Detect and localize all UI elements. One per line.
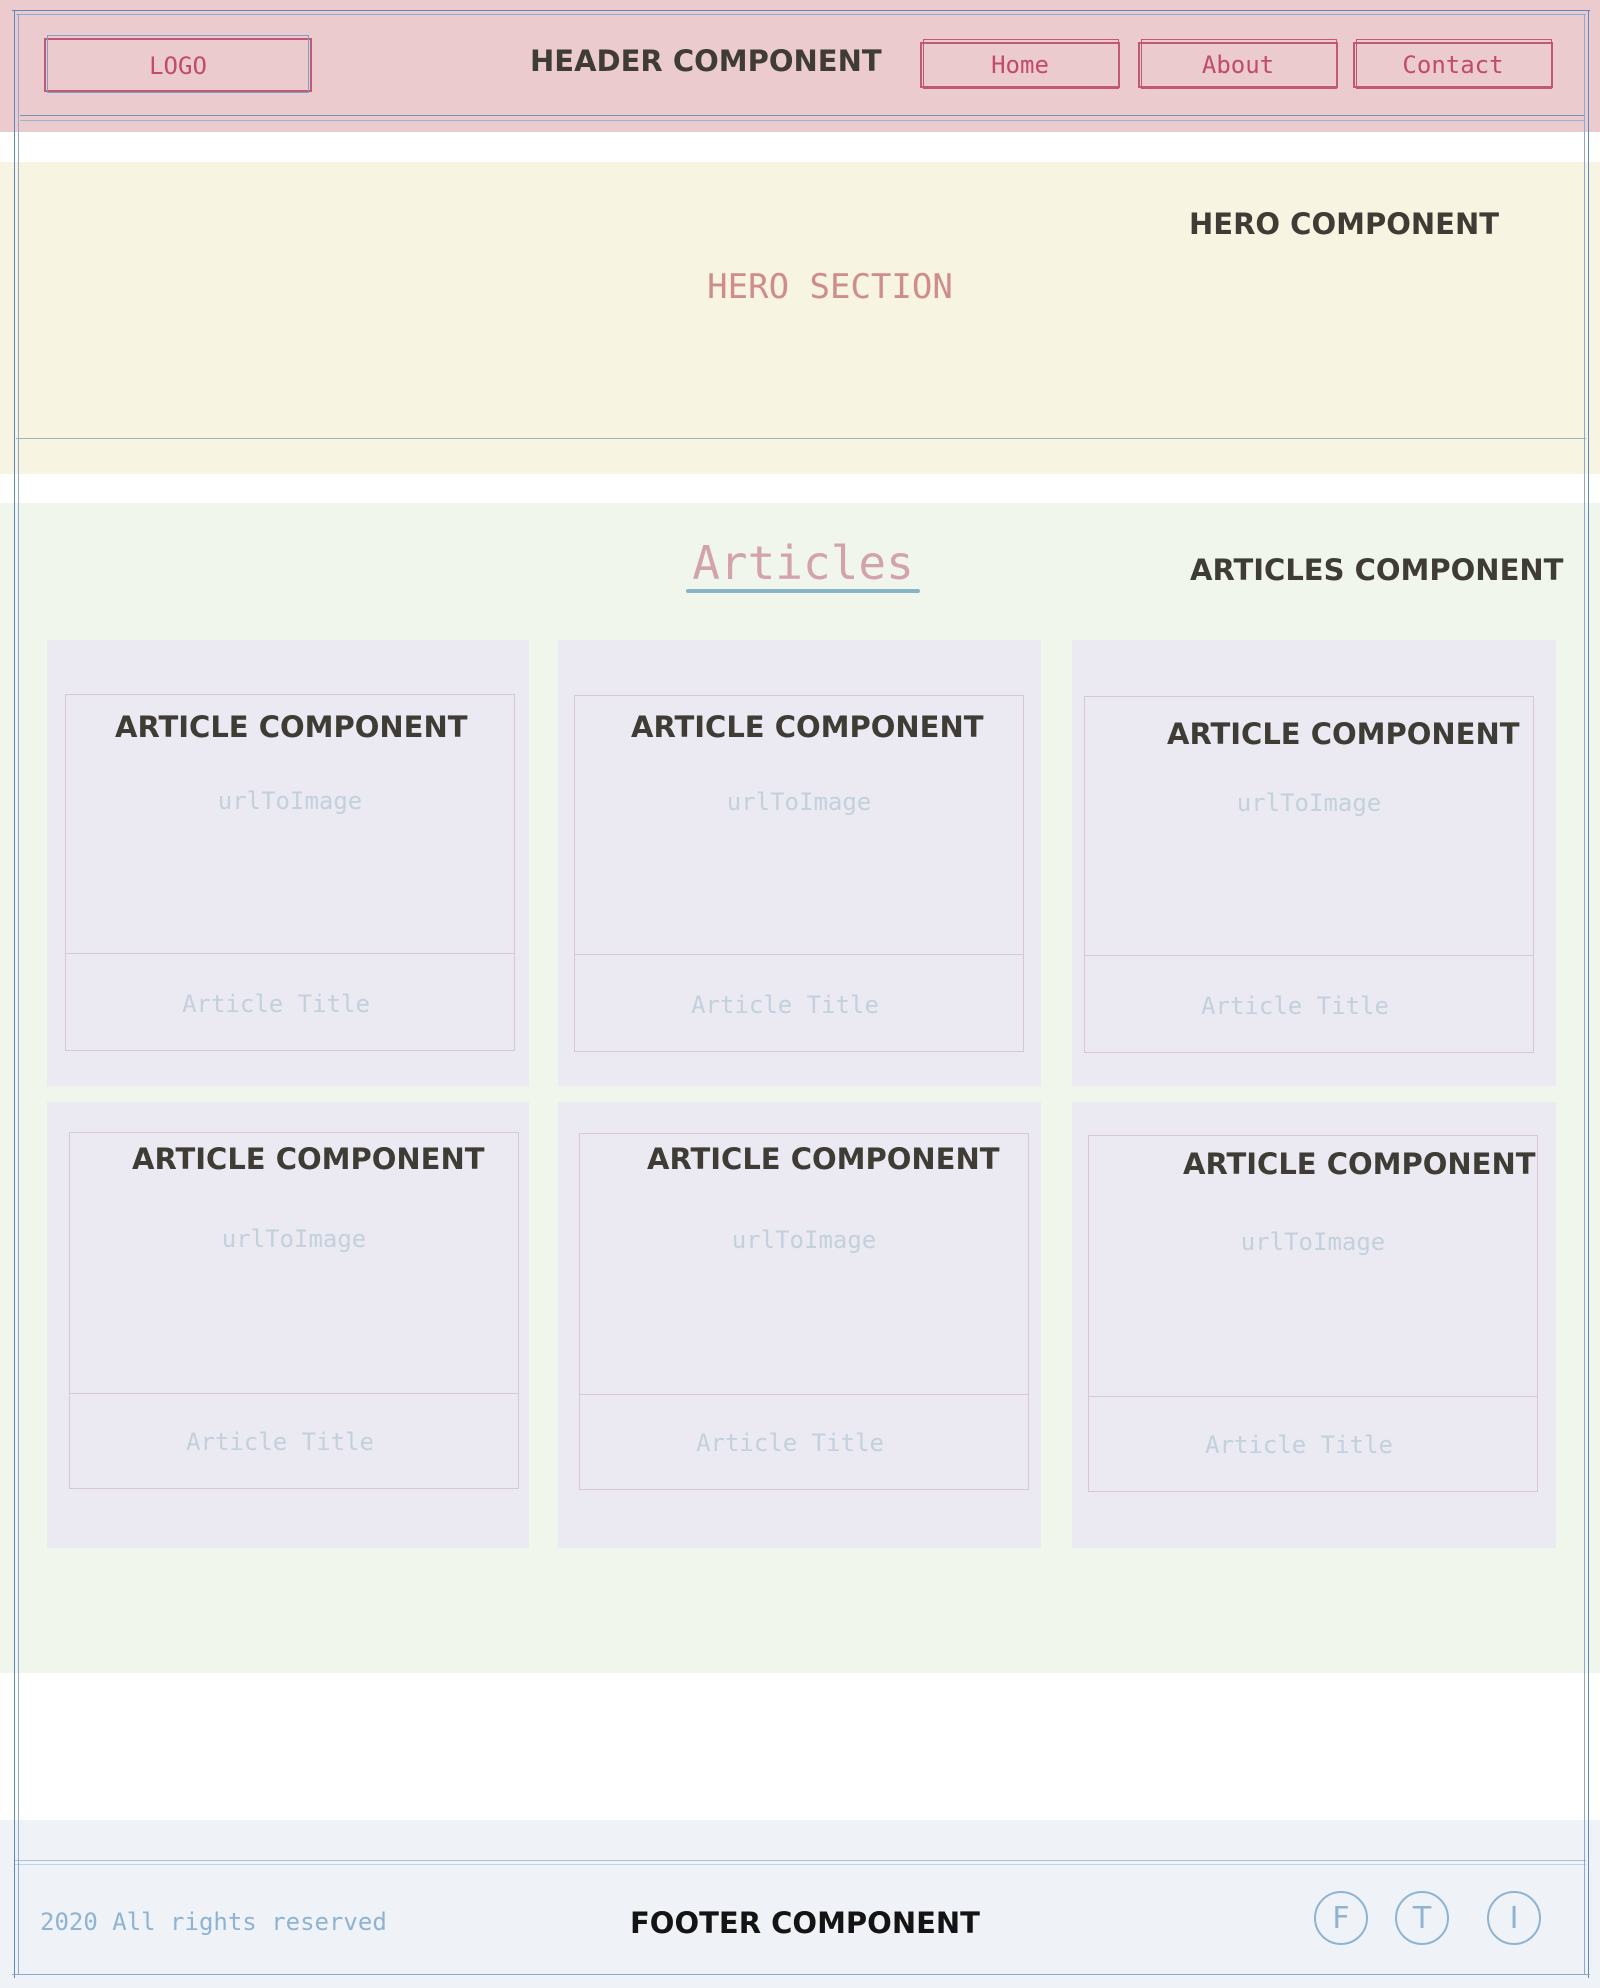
article-card[interactable]: urlToImage Article Title ARTICLE COMPONE… [1072, 640, 1556, 1086]
article-image-placeholder: urlToImage [221, 1225, 367, 1253]
article-component-label: ARTICLE COMPONENT [132, 1142, 485, 1176]
footer-divider-sketch [14, 1864, 1586, 1865]
article-image-placeholder: urlToImage [1236, 789, 1382, 817]
nav-about-sketch [1141, 39, 1337, 89]
article-title[interactable]: Article Title [696, 1429, 884, 1457]
article-card[interactable]: urlToImage Article Title ARTICLE COMPONE… [558, 640, 1041, 1086]
nav-home-button[interactable] [920, 42, 1120, 88]
frame-right-sketch [1584, 14, 1585, 1974]
article-title[interactable]: Article Title [1201, 992, 1389, 1020]
article-title[interactable]: Article Title [182, 990, 370, 1018]
article-image-placeholder: urlToImage [1240, 1228, 1386, 1256]
article-card-inner: urlToImage Article Title [65, 694, 515, 1051]
logo[interactable]: LOGO [149, 52, 207, 80]
nav-home-sketch [923, 39, 1119, 89]
logo-box-sketch [47, 35, 309, 93]
nav-contact-button[interactable] [1353, 42, 1553, 88]
header-component-label: HEADER COMPONENT [530, 44, 882, 78]
article-component-label: ARTICLE COMPONENT [631, 710, 984, 744]
article-card-divider [1089, 1396, 1537, 1397]
header-divider-sketch [20, 120, 1585, 121]
article-component-label: ARTICLE COMPONENT [647, 1142, 1000, 1176]
article-card-inner: urlToImage Article Title [69, 1132, 519, 1489]
hero-section-text: HERO SECTION [707, 267, 953, 307]
nav-contact-sketch [1356, 39, 1552, 89]
article-image-placeholder: urlToImage [726, 788, 872, 816]
article-card-inner: urlToImage Article Title [1084, 696, 1534, 1053]
frame-left-sketch [18, 14, 19, 1974]
articles-heading-underline [686, 589, 920, 593]
article-image-placeholder: urlToImage [731, 1226, 877, 1254]
article-image-placeholder: urlToImage [217, 787, 363, 815]
hero-component-label: HERO COMPONENT [1189, 207, 1499, 241]
article-component-label: ARTICLE COMPONENT [1183, 1147, 1536, 1181]
frame-left [14, 10, 15, 1978]
article-card-divider [580, 1394, 1028, 1395]
nav-about-label[interactable]: About [1201, 51, 1275, 79]
article-card-inner: urlToImage Article Title [1088, 1135, 1538, 1492]
header-divider [20, 115, 1585, 116]
article-title[interactable]: Article Title [691, 991, 879, 1019]
article-card-divider [66, 953, 514, 954]
hero-divider [16, 438, 1586, 439]
twitter-icon-letter: T [1412, 1900, 1432, 1936]
footer-divider [14, 1860, 1586, 1861]
article-component-label: ARTICLE COMPONENT [115, 710, 468, 744]
nav-home-label[interactable]: Home [991, 51, 1049, 79]
footer-component-label: FOOTER COMPONENT [630, 1906, 980, 1940]
frame-bottom [12, 1974, 1590, 1975]
facebook-icon[interactable]: F [1314, 1891, 1368, 1945]
article-card[interactable]: urlToImage Article Title ARTICLE COMPONE… [47, 640, 529, 1086]
nav-contact-label[interactable]: Contact [1402, 51, 1504, 79]
article-title[interactable]: Article Title [1205, 1431, 1393, 1459]
twitter-icon[interactable]: T [1395, 1891, 1449, 1945]
article-component-label: ARTICLE COMPONENT [1167, 717, 1520, 751]
article-card[interactable]: urlToImage Article Title ARTICLE COMPONE… [47, 1102, 529, 1548]
logo-box[interactable] [44, 38, 312, 92]
articles-component-label: ARTICLES COMPONENT [1190, 553, 1564, 587]
articles-heading: Articles [692, 536, 914, 590]
footer-copyright: 2020 All rights reserved [40, 1908, 387, 1936]
frame-top-sketch [16, 14, 1586, 15]
article-card[interactable]: urlToImage Article Title ARTICLE COMPONE… [558, 1102, 1041, 1548]
nav-about-button[interactable] [1138, 42, 1338, 88]
frame-top [12, 10, 1590, 11]
header-section [0, 0, 1600, 132]
facebook-icon-letter: F [1332, 1900, 1350, 1936]
article-card-divider [1085, 955, 1533, 956]
article-card-divider [575, 954, 1023, 955]
hero-section [0, 162, 1600, 474]
article-card-inner: urlToImage Article Title [579, 1133, 1029, 1490]
article-card[interactable]: urlToImage Article Title ARTICLE COMPONE… [1072, 1102, 1556, 1548]
instagram-icon-letter: I [1509, 1900, 1519, 1936]
article-card-inner: urlToImage Article Title [574, 695, 1024, 1052]
frame-right [1588, 10, 1589, 1978]
instagram-icon[interactable]: I [1487, 1891, 1541, 1945]
article-title[interactable]: Article Title [186, 1428, 374, 1456]
article-card-divider [70, 1393, 518, 1394]
